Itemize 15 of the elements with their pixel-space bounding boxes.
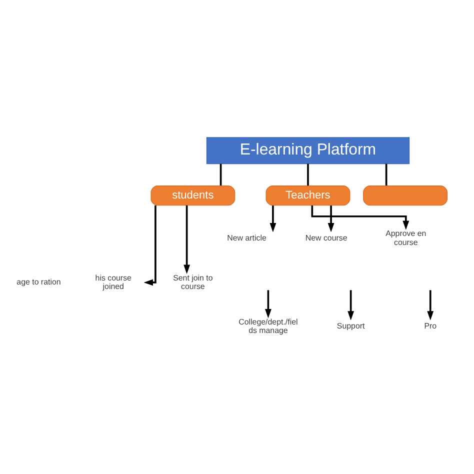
arrow bbox=[348, 290, 354, 320]
arrow bbox=[264, 290, 272, 318]
connector bbox=[220, 163, 222, 186]
arrow bbox=[184, 204, 190, 274]
arrow bbox=[311, 205, 410, 230]
node-box: E-learning Platform bbox=[206, 136, 410, 164]
arrow bbox=[144, 204, 156, 286]
node-box: Teachers bbox=[266, 184, 350, 206]
connector bbox=[385, 163, 388, 186]
arrow bbox=[427, 290, 434, 320]
arrow bbox=[270, 205, 276, 232]
node-box bbox=[363, 184, 448, 206]
arrow bbox=[328, 205, 334, 232]
connector bbox=[307, 163, 309, 186]
node-box: students bbox=[150, 184, 236, 206]
